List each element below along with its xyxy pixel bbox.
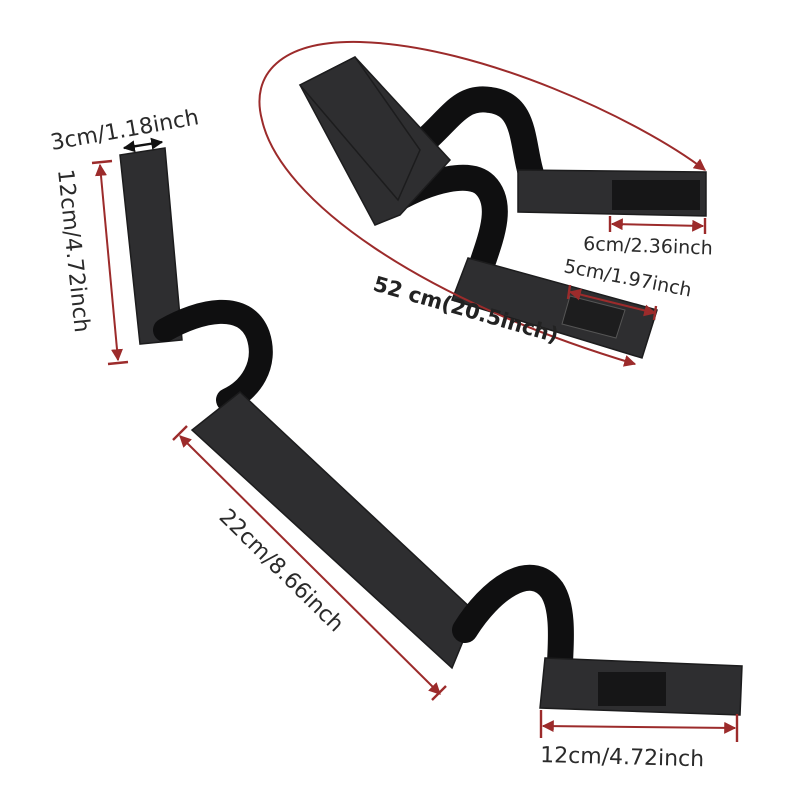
total-length-arc — [258, 40, 706, 367]
bottom-strap-assembly — [119, 147, 743, 716]
top-upper-strap-body — [298, 56, 421, 202]
top-strap-width-dimension — [608, 216, 707, 234]
middle-strap-dimension — [172, 425, 447, 701]
bottom-velcro — [598, 672, 666, 706]
strap-width-arrow — [122, 137, 164, 153]
bottom-strap-length-label: 12cm/4.72inch — [540, 743, 705, 772]
left-strap-length-label: 12cm/4.72inch — [52, 168, 94, 334]
top-strap-width-label: 6cm/2.36inch — [583, 233, 713, 260]
left-padding-tube — [153, 299, 273, 412]
top-right-velcro — [612, 180, 700, 210]
bottom-padding-tube — [452, 564, 574, 678]
bottom-strap-dimension — [539, 710, 739, 742]
left-strap-dimension — [91, 159, 129, 366]
